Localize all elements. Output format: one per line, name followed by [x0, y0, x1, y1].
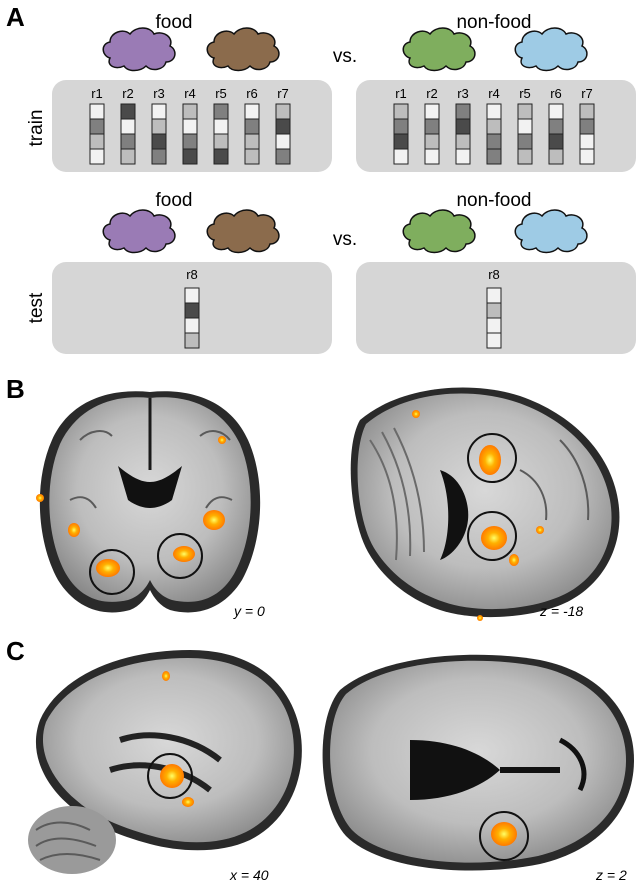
train-cloud-green	[402, 27, 476, 72]
coronal-activation-group	[36, 436, 226, 577]
axial-brain-slice-b	[350, 387, 620, 618]
train-food-label: food	[156, 12, 193, 33]
test-cloud-blue	[514, 209, 588, 254]
sagittal-activation-insula	[160, 764, 184, 788]
train-cloud-group	[102, 27, 588, 72]
coronal-activation-left-lateral	[36, 494, 44, 502]
axial-c-coordinate-label: z = 2	[595, 867, 627, 883]
train-food-column-r7	[275, 103, 291, 165]
test-cloud-brown	[206, 209, 280, 254]
axial-roi-circle-lower	[467, 511, 517, 561]
train-nonfood-run-r3: r3	[457, 86, 469, 101]
axial-activation-orbitofrontal	[479, 445, 501, 475]
axial-roi-circle-upper	[467, 433, 517, 483]
coronal-coordinate-label: y = 0	[233, 603, 265, 619]
train-cloud-purple	[102, 27, 176, 72]
coronal-roi-circle-right	[157, 533, 203, 579]
train-food-column-r1	[89, 103, 105, 165]
panel-a-letter: A	[6, 2, 25, 32]
train-nonfood-column-r4	[486, 103, 502, 165]
train-food-column-r4	[182, 103, 198, 165]
train-vs-label: vs.	[333, 46, 357, 67]
test-cloud-group	[102, 209, 588, 254]
train-food-column-r6	[244, 103, 260, 165]
panel-b-letter: B	[6, 374, 25, 404]
train-nonfood-column-r6	[548, 103, 564, 165]
axial-activation-group-c	[491, 822, 517, 846]
sagittal-roi-circle	[147, 753, 193, 799]
train-nonfood-run-r7: r7	[581, 86, 593, 101]
train-food-run-r2: r2	[122, 86, 134, 101]
sagittal-coordinate-label: x = 40	[229, 867, 269, 883]
test-nonfood-label: non-food	[456, 190, 531, 211]
coronal-activation-right-insula	[203, 510, 225, 530]
axial-brain-slice-c	[322, 654, 634, 871]
axial-b-coordinate-label: z = -18	[539, 603, 583, 619]
test-cloud-purple	[102, 209, 176, 254]
coronal-brain-slice	[39, 391, 261, 613]
train-food-column-r2	[120, 103, 136, 165]
train-food-run-r1: r1	[91, 86, 103, 101]
train-nonfood-run-r2: r2	[426, 86, 438, 101]
train-food-run-r3: r3	[153, 86, 165, 101]
test-run-columns	[184, 287, 502, 349]
coronal-activation-left-insula	[68, 523, 80, 537]
train-food-run-r7: r7	[277, 86, 289, 101]
train-food-run-r4: r4	[184, 86, 196, 101]
axial-activation-temporal	[509, 554, 519, 566]
axial-activation-amygdala	[481, 526, 507, 550]
train-nonfood-run-r4: r4	[488, 86, 500, 101]
train-row-label: train	[26, 110, 47, 147]
axial-activation-group-b	[412, 410, 544, 621]
panel-c-letter: C	[6, 636, 25, 666]
test-food-run-label: r8	[186, 267, 198, 282]
test-nonfood-run-label: r8	[488, 267, 500, 282]
train-food-column-r3	[151, 103, 167, 165]
test-row-label: test	[26, 292, 47, 323]
test-nonfood-column	[486, 287, 502, 349]
train-cloud-brown	[206, 27, 280, 72]
train-nonfood-run-r1: r1	[395, 86, 407, 101]
sagittal-brain-slice	[28, 650, 302, 874]
train-nonfood-column-r1	[393, 103, 409, 165]
test-vs-label: vs.	[333, 229, 357, 250]
train-food-run-r6: r6	[246, 86, 258, 101]
train-nonfood-column-r5	[517, 103, 533, 165]
sagittal-activation-dorsal	[162, 671, 170, 681]
train-nonfood-run-r5: r5	[519, 86, 531, 101]
train-cloud-blue	[514, 27, 588, 72]
axial-activation-posterior-insula	[491, 822, 517, 846]
train-nonfood-column-r3	[455, 103, 471, 165]
axial-activation-posterior	[477, 615, 483, 621]
coronal-activation-right-ventral	[173, 546, 195, 562]
train-nonfood-label: non-food	[456, 12, 531, 33]
coronal-roi-circle-left	[89, 549, 135, 595]
train-food-run-r5: r5	[215, 86, 227, 101]
sagittal-activation-ventral	[182, 797, 194, 807]
axial-activation-lateral	[536, 526, 544, 534]
test-food-label: food	[156, 190, 193, 211]
train-food-column-r5	[213, 103, 229, 165]
sagittal-activation-group	[160, 671, 194, 807]
train-nonfood-column-r2	[424, 103, 440, 165]
coronal-activation-right-dorsal	[218, 436, 226, 444]
test-cloud-green	[402, 209, 476, 254]
train-nonfood-column-r7	[579, 103, 595, 165]
train-nonfood-run-r6: r6	[550, 86, 562, 101]
axial-c-roi-circle	[479, 811, 529, 861]
train-run-columns: r1 r1 r2 r2 r3 r3 r4 r4 r5 r5 r6 r6 r7 r7	[89, 86, 595, 165]
coronal-activation-left-ventral	[96, 559, 120, 577]
test-food-column	[184, 287, 200, 349]
axial-activation-frontal-pole	[412, 410, 420, 418]
